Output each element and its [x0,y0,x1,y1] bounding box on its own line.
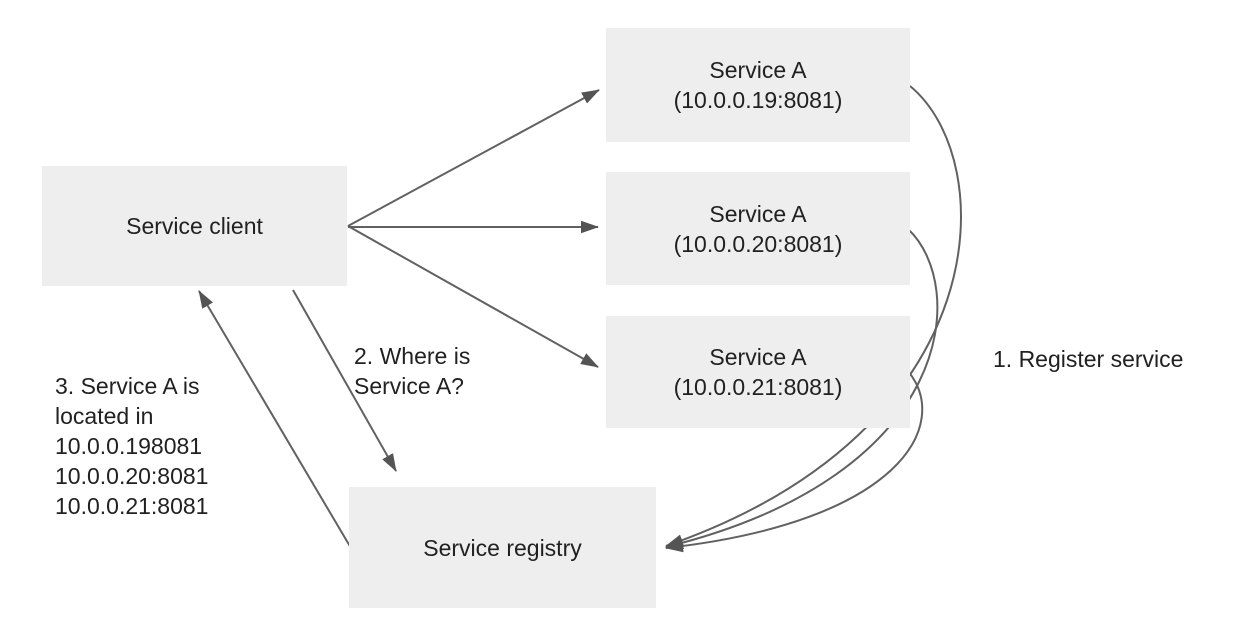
service-client-label: Service client [126,213,263,239]
service-registry-node: Service registry [349,487,656,608]
service-client-node: Service client [42,166,347,286]
arrow-client-to-registry [292,289,397,472]
arrow-service-a-2-register [665,228,939,549]
service-located-annotation: 3. Service A is located in 10.0.0.198081… [55,373,209,519]
arrow-registry-to-client [198,290,352,549]
service-registry-label: Service registry [423,534,582,561]
service-a-1-node: Service A (10.0.0.19:8081) [606,28,910,142]
arrow-client-to-service-a-3 [347,225,599,368]
arrow-client-to-service-a-1 [347,89,600,227]
arrow-service-a-1-register [665,85,962,547]
where-is-service-annotation: 2. Where is Service A? [354,343,471,399]
service-a-3-address: (10.0.0.21:8081) [673,374,843,400]
service-a-2-name: Service A [709,200,807,227]
service-a-2-address: (10.0.0.20:8081) [673,230,843,257]
service-a-1-name: Service A [709,57,807,83]
register-service-annotation: 1. Register service [993,346,1184,372]
service-a-1-address: (10.0.0.19:8081) [673,87,843,113]
service-a-3-name: Service A [709,344,807,370]
service-a-3-node: Service A (10.0.0.21:8081) [606,316,910,428]
service-a-2-node: Service A (10.0.0.20:8081) [606,172,910,285]
arrow-service-a-3-register [665,370,924,553]
